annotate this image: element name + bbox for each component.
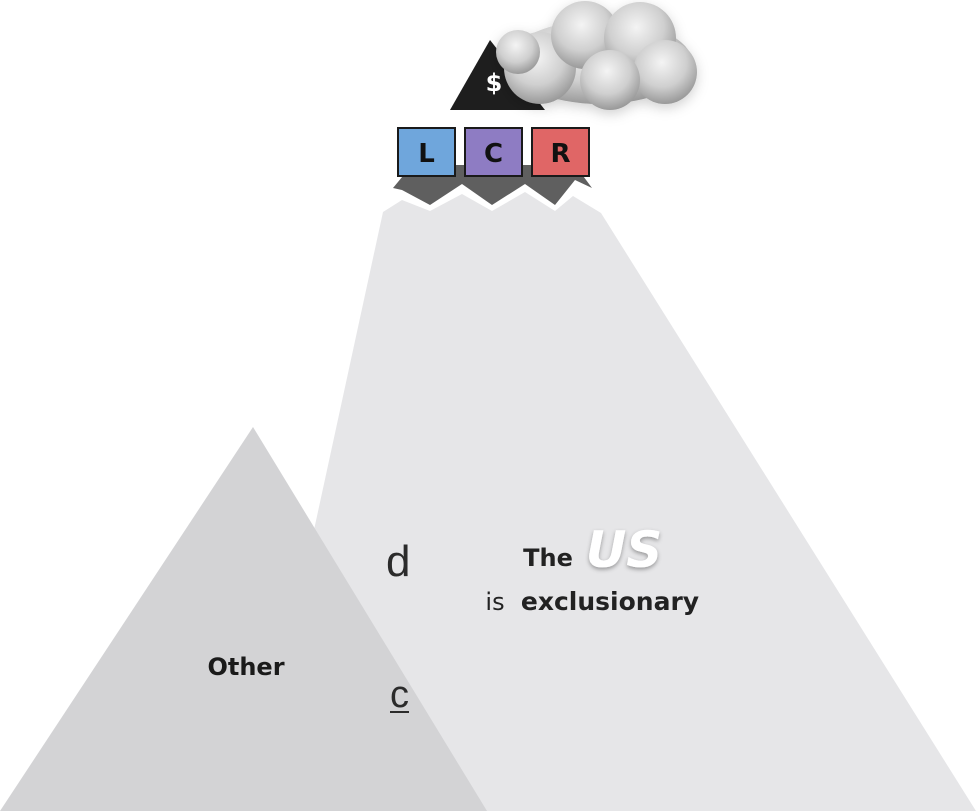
caption-the: The bbox=[523, 544, 573, 572]
left-text-fragment-1: d bbox=[386, 537, 411, 586]
summit-box-center: C bbox=[464, 127, 523, 177]
side-peak bbox=[0, 427, 487, 811]
box-label-left: L bbox=[418, 139, 435, 169]
side-peak-label: Other bbox=[207, 653, 284, 681]
caption-exclusionary: exclusionary bbox=[521, 587, 699, 616]
main-peak bbox=[253, 192, 976, 811]
cloud-icon bbox=[496, 1, 697, 110]
caption-us: US bbox=[586, 521, 663, 579]
currency-symbol: $ bbox=[486, 69, 503, 97]
caption-is: is bbox=[485, 588, 504, 616]
box-label-center: C bbox=[484, 139, 503, 169]
box-label-right: R bbox=[550, 139, 570, 169]
main-peak-caption: The US is exclusionary bbox=[485, 521, 699, 616]
summit-box-right: R bbox=[531, 127, 590, 177]
left-text-fragment-2: c bbox=[390, 674, 409, 716]
summit-box-left: L bbox=[397, 127, 456, 177]
